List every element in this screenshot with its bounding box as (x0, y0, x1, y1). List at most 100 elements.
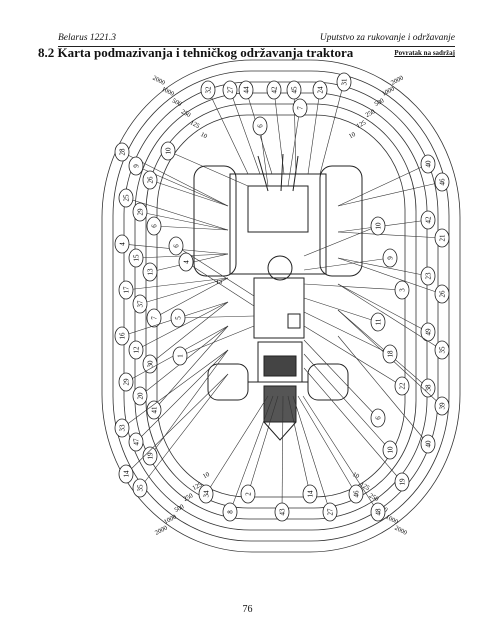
interval-label: 2000 (393, 525, 408, 537)
callout: 30 (142, 301, 229, 374)
page-title: 8.2 Karta podmazivanja i tehničkog održa… (38, 45, 354, 60)
callout: 22 (303, 325, 410, 396)
leader-line (297, 395, 357, 495)
leader-line (139, 373, 229, 489)
interval-label: 125 (191, 481, 203, 492)
callout-circle (238, 80, 254, 100)
leader-line (303, 283, 403, 291)
leader-line (303, 325, 403, 387)
interval-label: 10 (348, 131, 357, 140)
leader-line (121, 349, 229, 429)
callout-circle (434, 284, 450, 304)
callout: 26 (142, 170, 229, 207)
leader-line (337, 181, 443, 207)
callout: 9 (303, 248, 398, 271)
leader-line (273, 89, 285, 175)
callout: 27 (292, 395, 338, 522)
callout-number: 11 (375, 318, 383, 325)
callout-number: 35 (137, 484, 145, 492)
leader-line (303, 367, 403, 483)
callout-number: 1 (177, 354, 185, 358)
callout-circle (382, 344, 398, 364)
callout-circle (222, 80, 238, 100)
callout-circle (266, 80, 282, 100)
callout: 21 (337, 228, 450, 248)
callout-number: 23 (425, 272, 433, 280)
header-rule (58, 46, 455, 47)
callout-circle (336, 72, 352, 92)
callout-circle (172, 346, 188, 366)
leader-line (337, 309, 429, 389)
callout: 12 (128, 301, 229, 360)
running-header: Belarus 1221.3 Uputstvo za rukovanje i o… (58, 33, 455, 47)
callout: 7 (287, 98, 308, 187)
interval-label: 125 (355, 119, 367, 130)
callout-number: 30 (147, 360, 155, 368)
leader-line (303, 257, 391, 271)
callout-circle (302, 484, 318, 504)
callout-circle (178, 252, 194, 272)
callout: 6 (303, 339, 386, 428)
leader-line (337, 163, 429, 207)
leader-line (149, 301, 229, 365)
leader-line (303, 353, 391, 451)
callout: 40 (337, 335, 436, 454)
leader-line (185, 261, 255, 307)
callout-number: 9 (133, 164, 141, 168)
callout-circle (420, 210, 436, 230)
callout-number: 25 (123, 194, 131, 202)
leader-line (303, 297, 379, 323)
callout: 33 (114, 349, 229, 438)
callout-number: 40 (425, 440, 433, 448)
leader-line (125, 197, 229, 231)
callout: 35 (132, 373, 229, 498)
callout-circle (370, 312, 386, 332)
callout-circle (142, 354, 158, 374)
callout-circle (312, 80, 328, 100)
callout: 29 (118, 325, 229, 392)
callout-number: 32 (205, 86, 213, 94)
callout: 18 (303, 311, 398, 364)
interval-ring (134, 92, 428, 520)
leader-line (337, 257, 429, 277)
interval-ring (112, 70, 450, 542)
callout-number: 26 (147, 176, 155, 184)
callout-circle (132, 202, 148, 222)
leader-line (303, 225, 379, 257)
interval-label: 10 (351, 471, 360, 480)
callout-circle (118, 188, 134, 208)
interval-label: 10 (199, 131, 208, 140)
callout-number: 46 (439, 178, 447, 186)
callout-circle (394, 472, 410, 492)
callout-circle (118, 280, 134, 300)
callout: 43 (274, 395, 290, 522)
callout-circle (146, 216, 162, 236)
callout-number: 6 (151, 224, 159, 228)
rear-left-wheel (193, 165, 237, 277)
callout-circle (132, 386, 148, 406)
callout-number: 46 (353, 490, 361, 498)
leader-line (292, 395, 331, 513)
interval-label: 500 (373, 97, 385, 108)
callout-circle (118, 464, 134, 484)
back-to-contents-link[interactable]: Povratak na sadržaj (394, 49, 455, 57)
callout-number: 29 (137, 208, 145, 216)
callout: 14 (287, 395, 318, 504)
callout: 45 (286, 80, 302, 175)
callout-number: 16 (119, 332, 127, 340)
interval-label: 1000 (163, 514, 178, 526)
callout-number: 6 (375, 416, 383, 420)
callout-circle (160, 141, 176, 161)
leader-line (179, 325, 255, 357)
callout-circle (420, 434, 436, 454)
callout: 11 (303, 297, 386, 332)
callout-number: 43 (279, 508, 287, 516)
callout-number: 8 (227, 510, 235, 514)
interval-label: 10 (202, 471, 211, 480)
leader-line (229, 89, 261, 175)
callout-circle (128, 248, 144, 268)
callout-circle (168, 236, 184, 256)
leader-line (177, 315, 255, 319)
